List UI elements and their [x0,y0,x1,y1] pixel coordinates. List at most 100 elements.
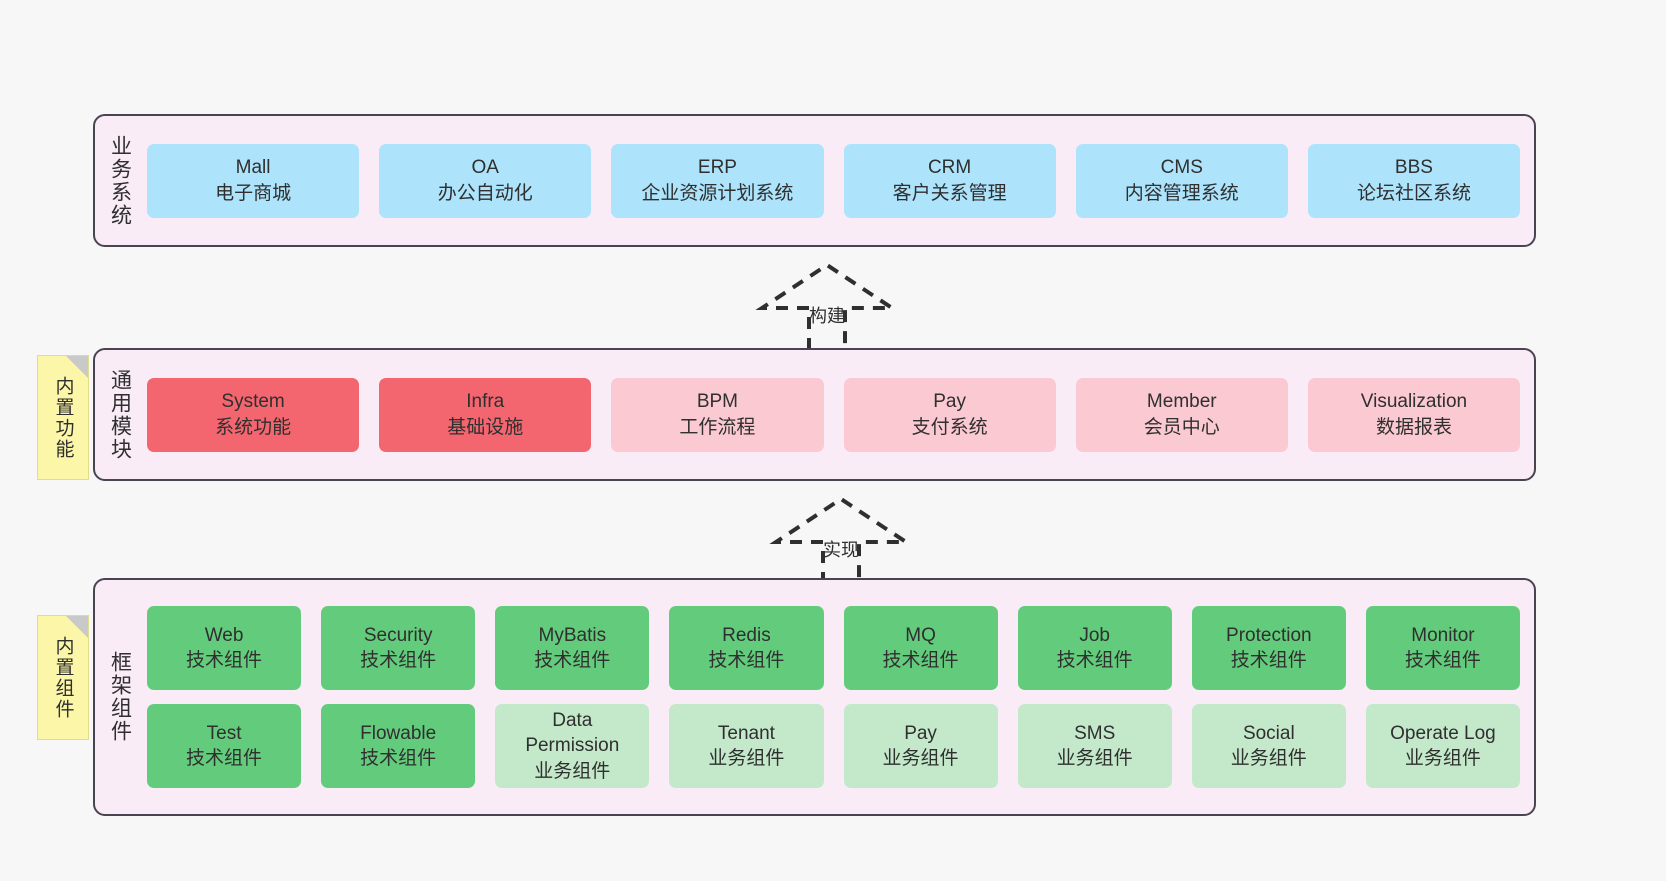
dashed-hollow-arrow-up-icon [769,496,913,584]
layer-body-business-system: Mall 电子商城 OA 办公自动化 ERP 企业资源计划系统 CRM 客户关系… [141,116,1534,245]
note-builtin-component: 内置组件 [37,615,89,740]
connector-implement-label: 实现 [823,540,859,560]
component-card-title: Web [204,624,244,646]
component-card-social[interactable]: Social 业务组件 [1191,704,1346,788]
module-card-title: OA [471,157,499,179]
layer-row: Web 技术组件 Security 技术组件 MyBatis 技术组件 Redi… [147,606,1520,690]
note-builtin-function: 内置功能 [37,355,89,480]
note-fold-corner-icon [66,616,88,638]
component-card-mybatis[interactable]: MyBatis 技术组件 [495,606,650,690]
component-card-subtitle: 技术组件 [1230,650,1307,671]
component-card-subtitle: 技术组件 [1056,650,1133,671]
component-card-test[interactable]: Test 技术组件 [147,704,302,788]
layer-title-common-module: 通用模块 [108,368,132,461]
module-card-pay[interactable]: Pay 支付系统 [843,377,1056,452]
component-card-job[interactable]: Job 技术组件 [1017,606,1172,690]
layer-business-system: 业务系统 Mall 电子商城 OA 办公自动化 ERP 企业资源计划系统 CRM… [93,114,1536,247]
module-card-subtitle: 系统功能 [215,416,292,438]
layer-body-framework-component: Web 技术组件 Security 技术组件 MyBatis 技术组件 Redi… [141,580,1534,814]
component-card-protection[interactable]: Protection 技术组件 [1191,606,1346,690]
component-card-title: Security [363,624,433,646]
component-card-title: Job [1079,624,1110,646]
module-card-erp[interactable]: ERP 企业资源计划系统 [611,143,824,218]
module-card-subtitle: 论坛社区系统 [1356,182,1471,204]
component-card-title: Data Permission [525,710,620,757]
module-card-mall[interactable]: Mall 电子商城 [147,143,360,218]
module-card-infra[interactable]: Infra 基础设施 [379,377,592,452]
module-card-cms[interactable]: CMS 内容管理系统 [1075,143,1288,218]
component-card-title: MyBatis [538,624,607,646]
component-card-title: MQ [905,624,936,646]
layer-title-business-system: 业务系统 [108,134,132,227]
component-card-subtitle: 业务组件 [534,760,611,782]
component-card-title: Monitor [1411,624,1475,646]
module-card-crm[interactable]: CRM 客户关系管理 [843,143,1056,218]
component-card-subtitle: 业务组件 [708,748,785,769]
layer-row: Mall 电子商城 OA 办公自动化 ERP 企业资源计划系统 CRM 客户关系… [147,143,1521,218]
component-card-subtitle: 业务组件 [1230,748,1307,769]
component-card-web[interactable]: Web 技术组件 [147,606,302,690]
component-card-subtitle: 技术组件 [882,650,959,671]
component-card-title: SMS [1074,722,1116,744]
module-card-oa[interactable]: OA 办公自动化 [379,143,592,218]
component-card-subtitle: 业务组件 [882,748,959,769]
component-card-title: Tenant [717,722,775,744]
component-card-redis[interactable]: Redis 技术组件 [669,606,824,690]
layer-body-common-module: System 系统功能 Infra 基础设施 BPM 工作流程 Pay 支付系统… [141,350,1534,479]
note-fold-corner-icon [66,356,88,378]
component-card-pay[interactable]: Pay 业务组件 [843,704,998,788]
module-card-subtitle: 客户关系管理 [892,182,1007,204]
component-card-subtitle: 技术组件 [360,748,437,769]
component-card-subtitle: 技术组件 [186,650,263,671]
module-card-subtitle: 会员中心 [1143,416,1220,438]
component-card-monitor[interactable]: Monitor 技术组件 [1365,606,1520,690]
module-card-subtitle: 数据报表 [1375,416,1452,438]
connector-build-label: 构建 [809,306,845,326]
component-card-subtitle: 技术组件 [360,650,437,671]
module-card-title: Mall [235,157,271,179]
component-card-flowable[interactable]: Flowable 技术组件 [321,704,476,788]
module-card-title: Pay [933,391,966,413]
component-card-security[interactable]: Security 技术组件 [321,606,476,690]
layer-title-framework-component: 框架组件 [108,651,132,743]
module-card-member[interactable]: Member 会员中心 [1075,377,1288,452]
module-card-bbs[interactable]: BBS 论坛社区系统 [1307,143,1521,218]
module-card-subtitle: 企业资源计划系统 [641,182,794,204]
module-card-subtitle: 工作流程 [679,416,756,438]
module-card-subtitle: 电子商城 [215,182,292,204]
dashed-hollow-arrow-up-icon [755,262,899,350]
module-card-bpm[interactable]: BPM 工作流程 [611,377,824,452]
component-card-mq[interactable]: MQ 技术组件 [843,606,998,690]
component-card-operate-log[interactable]: Operate Log 业务组件 [1365,704,1520,788]
module-card-title: Visualization [1360,391,1468,413]
component-card-title: Flowable [360,722,437,744]
component-card-subtitle: 技术组件 [1404,650,1481,671]
module-card-title: CRM [927,157,972,179]
layer-row: Test 技术组件 Flowable 技术组件 Data Permission … [147,704,1520,788]
component-card-title: Pay [904,722,937,744]
component-card-data-permission[interactable]: Data Permission 业务组件 [495,704,650,788]
connector-implement: 实现 [769,496,913,584]
module-card-subtitle: 办公自动化 [437,182,533,204]
module-card-title: ERP [697,157,737,179]
component-card-title: Redis [722,624,771,646]
module-card-title: Infra [466,391,505,413]
module-card-title: Member [1146,391,1217,413]
layer-row: System 系统功能 Infra 基础设施 BPM 工作流程 Pay 支付系统… [147,377,1521,452]
component-card-subtitle: 技术组件 [186,748,263,769]
component-card-tenant[interactable]: Tenant 业务组件 [669,704,824,788]
component-card-title: Protection [1226,624,1312,646]
component-card-title: Social [1242,722,1295,744]
note-label: 内置组件 [52,635,74,720]
component-card-title: Test [206,722,242,744]
module-card-subtitle: 内容管理系统 [1124,182,1239,204]
component-card-title: Operate Log [1390,722,1496,744]
component-card-subtitle: 业务组件 [1056,748,1133,769]
module-card-title: CMS [1160,157,1203,179]
component-card-sms[interactable]: SMS 业务组件 [1017,704,1172,788]
module-card-visualization[interactable]: Visualization 数据报表 [1307,377,1521,452]
component-card-subtitle: 业务组件 [1404,748,1481,769]
module-card-system[interactable]: System 系统功能 [147,377,360,452]
module-card-title: BPM [696,391,739,413]
